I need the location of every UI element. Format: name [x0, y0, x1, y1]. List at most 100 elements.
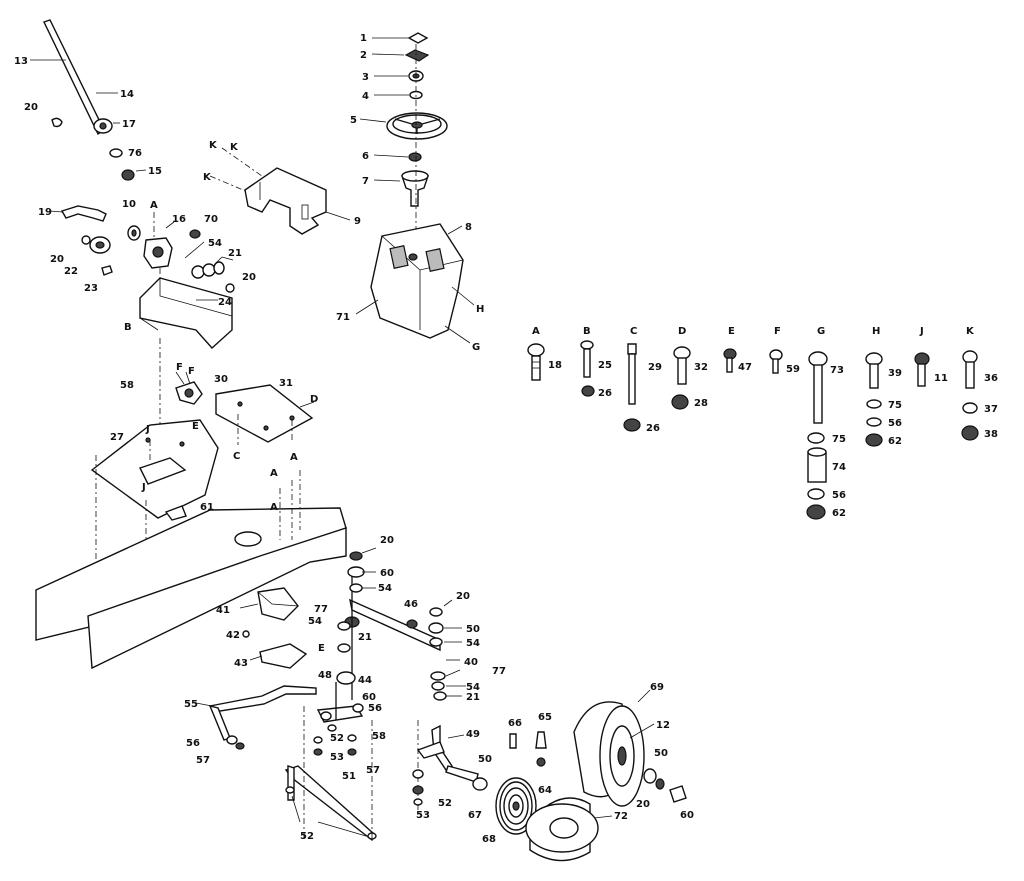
- bolt-b-25: [580, 340, 595, 397]
- callout-20-right: 20: [242, 272, 256, 283]
- front-wheel-72: [525, 797, 613, 862]
- callout-28: 28: [694, 398, 708, 409]
- callout-g-left: G: [472, 342, 480, 353]
- hardware-49-stack: [412, 769, 424, 806]
- hardware-stack-left: [336, 547, 377, 685]
- nut-15: [121, 169, 147, 181]
- header-b: B: [583, 326, 591, 337]
- callout-52-c: 52: [438, 798, 452, 809]
- callout-20-top: 20: [24, 102, 38, 113]
- callout-2: 2: [360, 50, 367, 61]
- axle-assembly-48: [313, 682, 364, 756]
- callout-labels: 1 2 3 4 5 6 7 8 9 13 14 20 17 76 15 19 1…: [14, 33, 998, 845]
- bolt-k-36: [961, 350, 979, 441]
- callout-21-b: 21: [358, 632, 372, 643]
- callout-j-bottom: J: [141, 482, 146, 493]
- callout-54-mid: 54: [378, 583, 392, 594]
- callout-51: 51: [342, 771, 356, 782]
- callout-32: 32: [694, 362, 708, 373]
- callout-20-mid-right: 20: [456, 591, 470, 602]
- callout-53-b: 53: [416, 810, 430, 821]
- callout-20-mid: 20: [380, 535, 394, 546]
- callout-69: 69: [650, 682, 664, 693]
- clip-61: [164, 505, 187, 521]
- callout-27: 27: [110, 432, 124, 443]
- washers-54-21: [184, 241, 235, 293]
- callout-j-top: J: [145, 424, 150, 435]
- header-g: G: [817, 326, 825, 337]
- steering-wheel-cap-1: [372, 32, 429, 44]
- wheel-tire-69: [573, 689, 655, 807]
- callout-1: 1: [360, 33, 367, 44]
- callout-60-c: 60: [680, 810, 694, 821]
- header-h: H: [872, 326, 880, 337]
- callout-13: 13: [14, 56, 28, 67]
- callout-19: 19: [38, 207, 52, 218]
- callout-26-c: 26: [646, 423, 660, 434]
- callout-56-c: 56: [186, 738, 200, 749]
- leader-52-a: [291, 795, 301, 823]
- header-k: K: [966, 326, 975, 337]
- callout-20-left: 20: [50, 254, 64, 265]
- callout-77-a: 77: [314, 604, 328, 615]
- callout-a-1: A: [270, 468, 278, 479]
- callout-54-top: 54: [208, 238, 222, 249]
- callout-16: 16: [172, 214, 186, 225]
- nut-70: [189, 229, 201, 239]
- callout-25: 25: [598, 360, 612, 371]
- callout-50-a: 50: [466, 624, 480, 635]
- callout-50-c: 50: [654, 748, 668, 759]
- callout-54-c: 54: [308, 616, 322, 627]
- dash-panel-8: [370, 223, 464, 339]
- callout-a-3: A: [270, 502, 278, 513]
- callout-56-d: 56: [368, 703, 382, 714]
- bolt-a-18: [527, 343, 545, 381]
- callout-44: 44: [358, 675, 372, 686]
- frame: [35, 470, 347, 670]
- callout-c-left: C: [233, 451, 240, 462]
- callout-a-left: A: [150, 200, 158, 211]
- callout-66: 66: [508, 718, 522, 729]
- callout-21-c: 21: [466, 692, 480, 703]
- callout-8: 8: [465, 222, 472, 233]
- mounting-bracket-9: [209, 147, 351, 235]
- bolt-j-11: [914, 352, 930, 387]
- callout-58-top: 58: [120, 380, 134, 391]
- callout-3: 3: [362, 72, 369, 83]
- callout-15: 15: [148, 166, 162, 177]
- callout-74: 74: [832, 462, 846, 473]
- callout-k-2: K: [230, 142, 239, 153]
- header-j: J: [919, 326, 924, 337]
- bolt-f-59: [769, 349, 783, 374]
- steering-insert-2: [371, 49, 430, 62]
- callout-14: 14: [120, 89, 134, 100]
- callout-18: 18: [548, 360, 562, 371]
- header-d: D: [678, 326, 686, 337]
- callout-60-mid: 60: [380, 568, 394, 579]
- leader-71: [355, 299, 379, 315]
- pin-23: [101, 265, 113, 276]
- callout-72: 72: [614, 811, 628, 822]
- callout-b-left: B: [124, 322, 132, 333]
- callout-75-g: 75: [832, 434, 846, 445]
- bracket-43: [249, 643, 308, 669]
- callout-30: 30: [214, 374, 228, 385]
- callout-62-g: 62: [832, 508, 846, 519]
- callout-49: 49: [466, 729, 480, 740]
- callout-58-b: 58: [372, 731, 386, 742]
- callout-k-3: K: [203, 172, 212, 183]
- callout-11: 11: [934, 373, 948, 384]
- hardware-stack-right: [428, 599, 466, 701]
- callout-65: 65: [538, 712, 552, 723]
- callout-h-left: H: [476, 304, 484, 315]
- callout-d-left: D: [310, 394, 318, 405]
- callout-52-b: 52: [300, 831, 314, 842]
- callout-67: 67: [468, 810, 482, 821]
- callout-9: 9: [354, 216, 361, 227]
- callout-k-1: K: [209, 140, 218, 151]
- bolt-g-73: [806, 351, 828, 520]
- grease-fitting-46: [406, 619, 418, 629]
- callout-23: 23: [84, 283, 98, 294]
- callout-73: 73: [830, 365, 844, 376]
